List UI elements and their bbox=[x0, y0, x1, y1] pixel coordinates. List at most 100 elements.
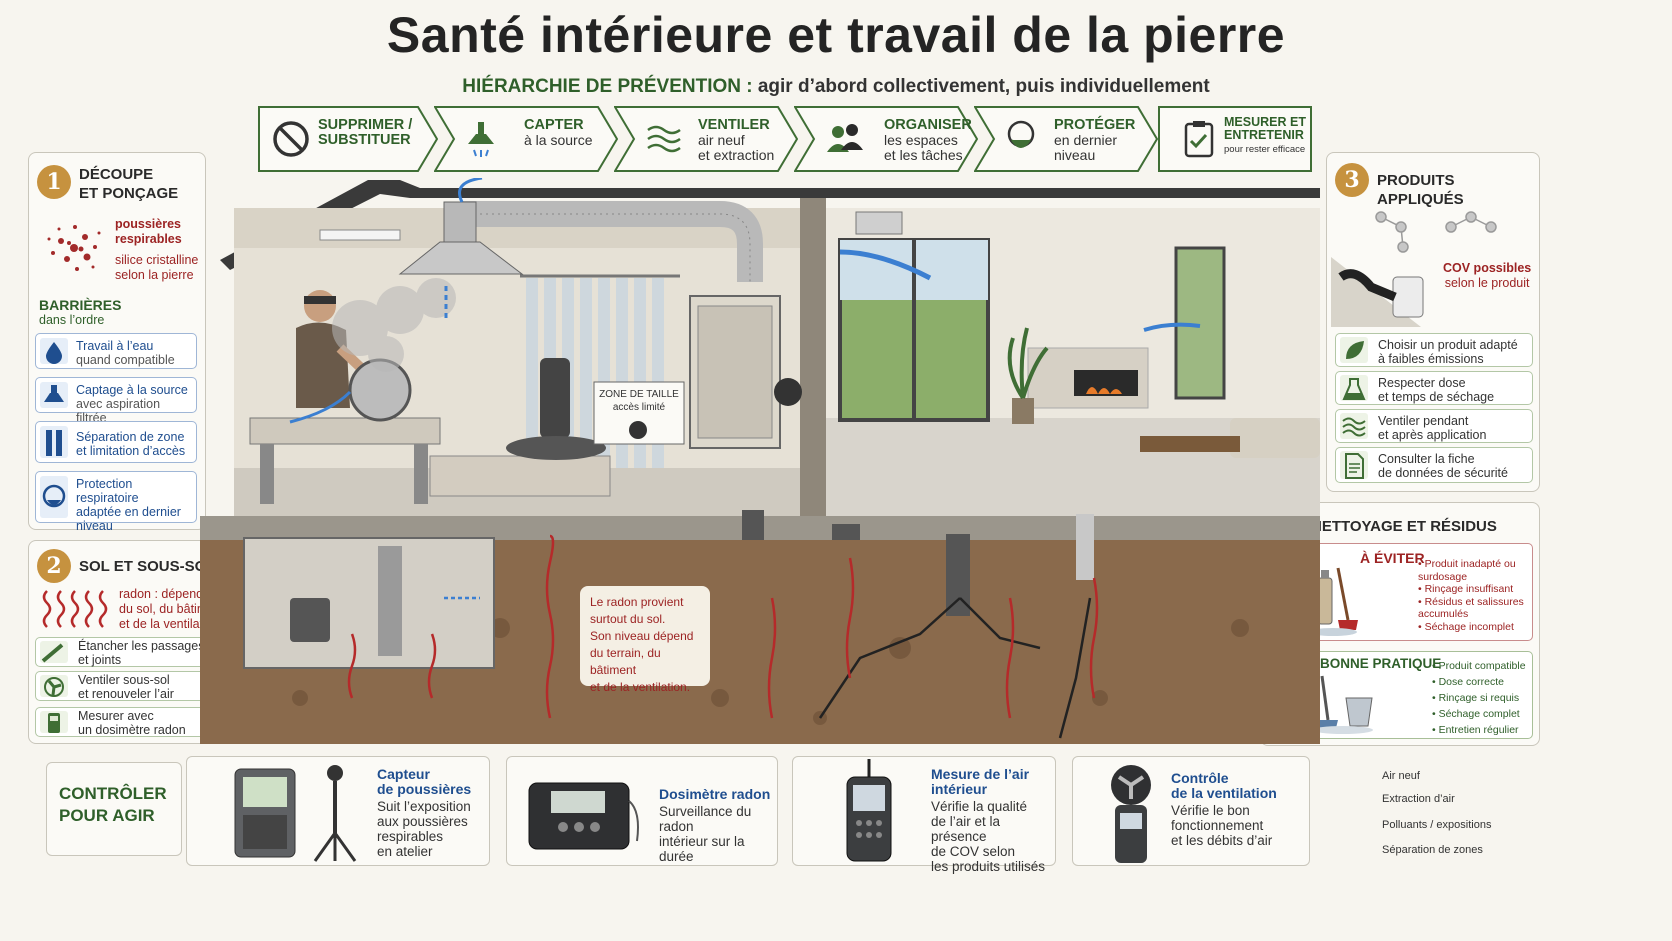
avoid-item: • Produit inadapté ou surdosage bbox=[1418, 558, 1516, 583]
avoid-text: Résidus et salissures accumulés bbox=[1418, 595, 1524, 621]
radon-label: radon : dépend bbox=[119, 587, 204, 601]
hood-chimney bbox=[443, 201, 477, 247]
molecule-roller-icon bbox=[1331, 211, 1497, 327]
silica-label: selon la pierre bbox=[115, 268, 194, 282]
barriers-sub: dans l’ordre bbox=[39, 313, 105, 327]
product-action-label: Consulter la fiche bbox=[1378, 452, 1475, 466]
radon-label: et de la ventilation bbox=[119, 617, 220, 631]
clipboard-check-icon bbox=[1184, 121, 1214, 158]
control-title: Contrôle bbox=[1171, 770, 1229, 786]
product-action-label: et après application bbox=[1378, 428, 1487, 442]
good-item: • Séchage complet bbox=[1432, 708, 1520, 720]
control-title: de poussières bbox=[377, 781, 472, 797]
floor-pipe-2 bbox=[832, 524, 860, 540]
barrier-label: Séparation de zone bbox=[76, 430, 185, 444]
stone-plinth bbox=[429, 455, 611, 497]
respirator-mask-icon bbox=[40, 476, 68, 518]
step-title: CAPTER bbox=[524, 117, 584, 133]
panel-title: NETTOYAGE ET RÉSIDUS bbox=[1311, 518, 1497, 535]
worker-head bbox=[304, 290, 336, 322]
good-text: Produit compatible bbox=[1438, 660, 1526, 672]
avoid-text: Séchage incomplet bbox=[1424, 620, 1514, 633]
air-quality-meter-icon bbox=[846, 759, 892, 862]
avoid-item: • Séchage incomplet bbox=[1418, 620, 1514, 633]
barrier-label: Protection respiratoire bbox=[76, 477, 139, 505]
good-text: Séchage complet bbox=[1438, 708, 1520, 720]
extraction-hood bbox=[398, 241, 524, 275]
panel-cleaning-residues: 4 NETTOYAGE ET RÉSIDUS À ÉVITER • Produi… bbox=[1260, 502, 1540, 746]
action-label: Étancher les passages bbox=[78, 639, 205, 653]
panel-title: ET PONÇAGE bbox=[79, 185, 179, 202]
controls-title: CONTRÔLER bbox=[59, 784, 167, 803]
dust-sensor-icon bbox=[234, 765, 357, 862]
barrier-label: Captage à la source bbox=[76, 383, 188, 397]
anemometer-icon bbox=[1111, 765, 1151, 863]
step-sub: et les tâches bbox=[884, 147, 963, 163]
extraction-arrow bbox=[458, 176, 483, 203]
control-title: de la ventilation bbox=[1171, 785, 1277, 801]
control-desc: aux poussières bbox=[377, 814, 468, 829]
soil-crack bbox=[818, 597, 1092, 739]
page-subtitle: HIÉRARCHIE DE PRÉVENTION : agir d’abord … bbox=[0, 76, 1672, 98]
sealant-gun-icon bbox=[40, 641, 68, 663]
control-desc: de l’air et la présence bbox=[931, 814, 1001, 844]
action-label: Mesurer avec bbox=[78, 709, 154, 723]
dust-particles-icon bbox=[47, 225, 101, 271]
control-desc: et les débits d’air bbox=[1171, 833, 1273, 848]
step-sub: et extraction bbox=[698, 147, 775, 163]
silica-label: silice cristalline bbox=[115, 253, 199, 267]
control-title: Dosimètre radon bbox=[659, 786, 771, 802]
panel-title: PRODUITS APPLIQUÉS bbox=[1377, 172, 1464, 208]
control-desc: Suit l’exposition bbox=[377, 799, 471, 814]
good-item: • Entretien régulier bbox=[1432, 724, 1519, 736]
barriers-title: BARRIÈRES bbox=[39, 297, 122, 313]
extraction-hood-icon bbox=[468, 122, 494, 157]
curtain-icon bbox=[40, 426, 68, 458]
barrier-sub: niveau bbox=[76, 519, 113, 533]
dosimeter-icon bbox=[40, 711, 68, 733]
good-text: Rinçage si requis bbox=[1438, 692, 1520, 704]
step-title: ENTRETENIR bbox=[1224, 128, 1304, 142]
avoid-text: Produit inadapté ou surdosage bbox=[1418, 558, 1516, 583]
hood-icon bbox=[40, 382, 68, 408]
cov-label: selon le produit bbox=[1444, 276, 1530, 290]
product-action-label: à faibles émissions bbox=[1378, 352, 1484, 366]
step-sub: niveau bbox=[1054, 147, 1096, 163]
good-text: Entretien régulier bbox=[1438, 724, 1519, 736]
respirator-icon bbox=[1007, 120, 1035, 148]
avoid-text: Rinçage insuffisant bbox=[1424, 583, 1514, 595]
document-icon bbox=[1340, 451, 1368, 479]
control-title: Mesure de l’air bbox=[931, 766, 1030, 782]
control-desc: Vérifie la qualité bbox=[931, 799, 1028, 814]
control-title: Capteur bbox=[377, 766, 430, 782]
panel-number: 1 bbox=[37, 165, 71, 199]
good-practice-box: BONNE PRATIQUE • Produit compatible • Do… bbox=[1267, 651, 1533, 739]
product-action-label: Respecter dose bbox=[1378, 376, 1466, 390]
control-desc: Vérifie le bon bbox=[1171, 803, 1250, 818]
action-label: et joints bbox=[78, 653, 122, 667]
control-desc: fonctionnement bbox=[1171, 818, 1264, 833]
radon-label: du sol, du bâtiment bbox=[119, 602, 225, 616]
barrier-sub: quand compatible bbox=[76, 353, 175, 367]
step-sub: en dernier bbox=[1054, 132, 1118, 148]
product-action-label: Ventiler pendant bbox=[1378, 414, 1469, 428]
leaf-icon bbox=[1340, 337, 1368, 363]
barrier-label: Travail à l’eau bbox=[76, 339, 154, 353]
legend-label: Extraction d’air bbox=[1382, 793, 1455, 805]
product-action-label: et temps de séchage bbox=[1378, 390, 1495, 404]
step-title: PROTÉGER bbox=[1054, 117, 1136, 133]
fan-icon bbox=[40, 675, 68, 697]
dust-label: respirables bbox=[115, 232, 182, 246]
